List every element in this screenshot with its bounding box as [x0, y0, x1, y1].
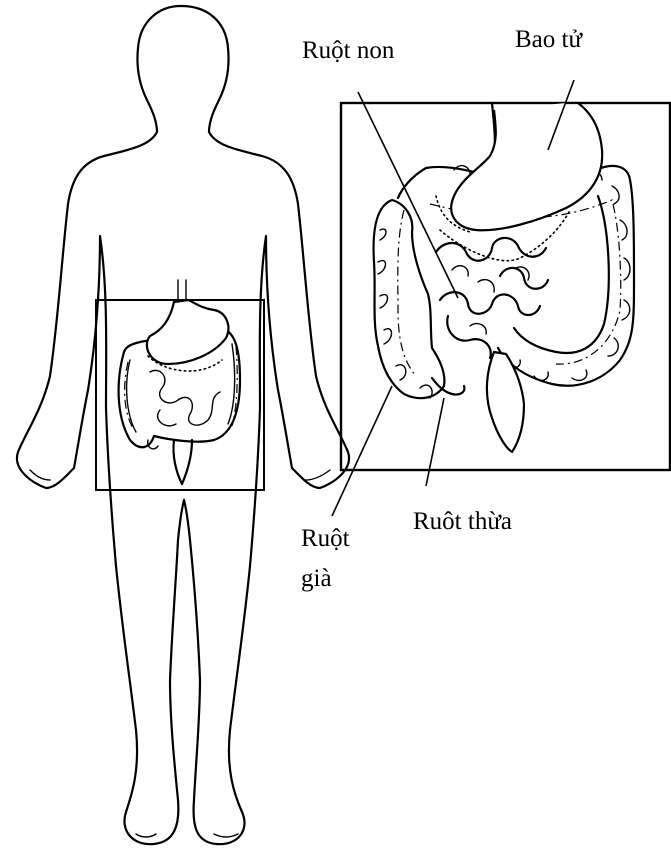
- digestive-organs-large: [374, 103, 634, 452]
- leader-appendix: [426, 398, 444, 486]
- leader-small-intestine: [358, 92, 458, 298]
- label-appendix: Ruôt thừa: [413, 509, 512, 534]
- label-stomach: Bao tử: [515, 27, 582, 52]
- digestive-organs-small: [119, 280, 240, 484]
- label-large-intestine-line2: già: [301, 566, 332, 591]
- label-small-intestine: Ruột non: [302, 38, 394, 63]
- label-large-intestine-line1: Ruột: [301, 526, 350, 551]
- body-outline: [17, 6, 349, 844]
